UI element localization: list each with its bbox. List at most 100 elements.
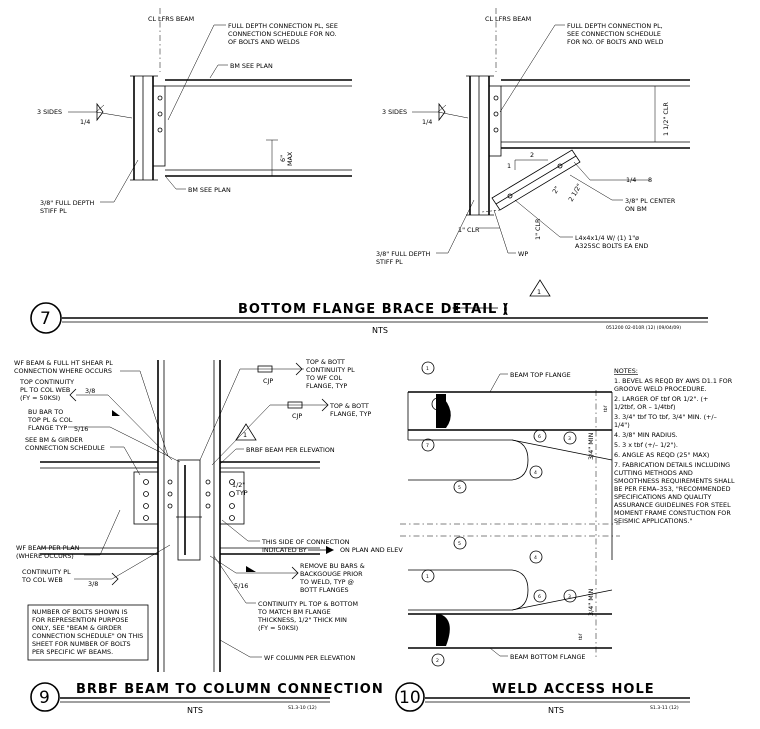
bu-bar-2: TOP PL & COL [27, 416, 73, 424]
cl-beam-label: CL LFRS BEAM [148, 15, 194, 23]
detail-number-10: 10 [399, 688, 421, 708]
full-depth-r-3: FOR NO. OF BOLTS AND WELD [567, 38, 664, 46]
full-depth-label-1: FULL DEPTH CONNECTION PL, SEE [228, 22, 338, 30]
stiff-pl-r-2: STIFF PL [376, 258, 403, 266]
wf-beam-1: WF BEAM PER PLAN [16, 544, 80, 552]
callout-3b: 3 [568, 594, 571, 600]
detail-10: 1 2 7 6 3 4 5 5 4 1 6 3 2 BEAM TOP FLANG… [400, 361, 735, 667]
wf-shear-2: CONNECTION WHERE OCCURS [14, 367, 112, 375]
revision-triangle-7: 1 [529, 279, 551, 297]
slope-label-a: 1 [507, 162, 511, 170]
angle-label-2: A325SC BOLTS EA END [575, 242, 648, 250]
bolt-note-box [27, 604, 149, 661]
callout-6a: 6 [538, 434, 541, 440]
ref-9: S1.3-10 (12) [288, 705, 317, 711]
note-line-11: CUTTING METHODS AND [614, 469, 693, 477]
callout-5b: 5 [458, 541, 461, 547]
notes-title: NOTES: [614, 367, 638, 375]
weld-b: 5/16 [74, 425, 88, 433]
three-sides-label-r: 3 SIDES [382, 108, 407, 116]
cl-beam-label-r: CL LFRS BEAM [485, 15, 531, 23]
note-line-14: SPECIFICATIONS AND QUALITY [614, 493, 711, 501]
callout-3a: 3 [568, 436, 571, 442]
note-line-8: 5. 3 x tbf (+/– 1/2"). [614, 441, 678, 449]
dim-2-1-2in: 2 1/2" [567, 182, 584, 203]
callout-6b: 6 [538, 594, 541, 600]
nts-10: NTS [548, 706, 564, 715]
note-line-3: 2. LARGER OF tbf OR 1/2". (+ [614, 395, 708, 403]
detail-title-10: WELD ACCESS HOLE [492, 682, 655, 697]
callout-5a: 5 [458, 485, 461, 491]
callout-2a: 2 [436, 402, 439, 408]
callout-2b: 2 [436, 658, 439, 664]
top-bott-cont-1: TOP & BOTT [305, 358, 345, 366]
note-line-15: ASSURANCE GUIDELINES FOR STEEL [614, 501, 731, 509]
max-dim-value: 6" [279, 155, 287, 162]
title-bar-10: 10 WELD ACCESS HOLE NTS S1.3-11 (12) [395, 682, 690, 715]
cont-pl-2: TO COL WEB [21, 576, 63, 584]
clr-1in-a: 1" CLR [534, 218, 542, 240]
top-cont-1: TOP CONTINUITY [19, 378, 74, 386]
note-line-4: 1/2tbf, OR – 1/4tbf) [614, 403, 675, 411]
stiff-pl-r-1: 3/8" FULL DEPTH [376, 250, 430, 258]
note-1: NUMBER OF BOLTS SHOWN IS [32, 608, 128, 616]
pl-center-1: 3/8" PL CENTER [625, 197, 676, 205]
wf-shear-1: WF BEAM & FULL HT SHEAR PL [14, 359, 113, 367]
wf-beam-2: (WHERE OCCURS) [16, 552, 74, 560]
see-bm-1: SEE BM & GIRDER [25, 436, 83, 444]
ref-10: S1.3-11 (12) [650, 705, 679, 711]
callout-1a: 1 [426, 366, 429, 372]
wp-label: WP [518, 250, 528, 258]
on-plan-label: ON PLAN AND ELEV [340, 546, 403, 554]
dim-2in: 2" [551, 185, 561, 195]
pl-center-2: ON BM [625, 205, 647, 213]
note-6: PER SPECIFIC WF BEAMS. [32, 648, 113, 656]
bu-bar-1: BU BAR TO [28, 408, 63, 416]
full-depth-label-2: CONNECTION SCHEDULE FOR NO. [228, 30, 337, 38]
note-line-2: GROOVE WELD PROCEDURE. [614, 385, 707, 393]
note-line-7: 4. 3/8" MIN RADIUS. [614, 431, 678, 439]
detail-7-left: CL LFRS BEAM FULL DEPTH CONNECTION PL, S… [37, 8, 352, 215]
cont-tb-4: (FY = 50KSI) [258, 624, 298, 632]
min-a: 3/4" MIN [587, 432, 595, 460]
weld-size-label: 1/4 [80, 118, 90, 126]
see-bm-2: CONNECTION SCHEDULE [25, 444, 105, 452]
remove-1: REMOVE BU BARS & [300, 562, 365, 570]
clr-1in-b: 1" CLR [458, 226, 480, 234]
note-line-12: SMOOTHNESS REQUIREMENTS SHALL [614, 477, 735, 485]
top-bott-cont-3: TO WF COL [305, 374, 342, 382]
callout-7: 7 [426, 443, 429, 449]
detail-title-7-close: ) [502, 302, 509, 317]
angle-label-1: L4x4x1/4 W/ (1) 1"ø [575, 234, 639, 242]
top-cont-2: PL TO COL WEB [20, 386, 70, 394]
weld-c: 3/8 [88, 580, 98, 588]
weld2-size: 1/4 [626, 176, 636, 184]
top-bott-1: TOP & BOTT [329, 402, 369, 410]
detail-number-7: 7 [40, 309, 51, 329]
stiff-pl-label-2: STIFF PL [40, 207, 67, 215]
stiff-pl-label-1: 3/8" FULL DEPTH [40, 199, 94, 207]
half-inch: 1/2" [232, 481, 245, 489]
typ-label: TYP [235, 489, 248, 497]
note-line-5: 3. 3/4" tbf TO tbf, 3/4" MIN. (+/– [614, 413, 717, 421]
slope-label-b: 2 [530, 151, 534, 159]
max-dim-label: MAX [286, 151, 294, 166]
callout-circles: 1 2 7 6 3 4 5 5 4 1 6 3 2 [421, 361, 577, 667]
cont-tb-3: THICKNESS, 1/2" THICK MIN [257, 616, 347, 624]
ref-7: 051200 02-010R (12) (09/04/09) [606, 325, 681, 331]
clr-top-label: 1 1/2" CLR [662, 102, 670, 136]
detail-7-right: CL LFRS BEAM FULL DEPTH CONNECTION PL, S… [376, 8, 690, 266]
detail-number-9: 9 [39, 688, 50, 708]
callout-4a: 4 [534, 470, 537, 476]
callout-1b: 1 [426, 574, 429, 580]
note-5: SHEET FOR NUMBER OF BOLTS [32, 640, 131, 648]
tbf-a: tbf [603, 405, 609, 412]
bm-see-plan-top: BM SEE PLAN [230, 62, 273, 70]
note-line-9: 6. ANGLE AS REQD (25° MAX) [614, 451, 709, 459]
tbf-b: tbf [578, 633, 584, 640]
detail-title-9: BRBF BEAM TO COLUMN CONNECTION [76, 682, 384, 697]
nts-9: NTS [187, 706, 203, 715]
cont-tb-2: TO MATCH BM FLANGE [257, 608, 331, 616]
nts-7: NTS [372, 326, 388, 335]
